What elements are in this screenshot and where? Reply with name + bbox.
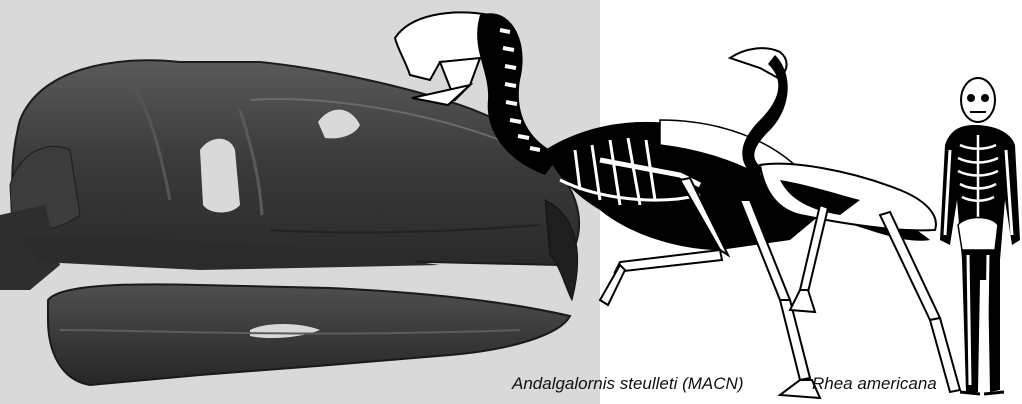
fossil-orbit [200, 139, 240, 213]
rhea-species-label: Rhea americana [812, 374, 937, 394]
rhea-legs [790, 205, 960, 392]
human-skull [961, 78, 995, 122]
human-skeleton [940, 78, 1020, 394]
human-pelvis [958, 218, 998, 251]
andalgalornis-species-label: Andalgalornis steulleti (MACN) [512, 374, 743, 394]
